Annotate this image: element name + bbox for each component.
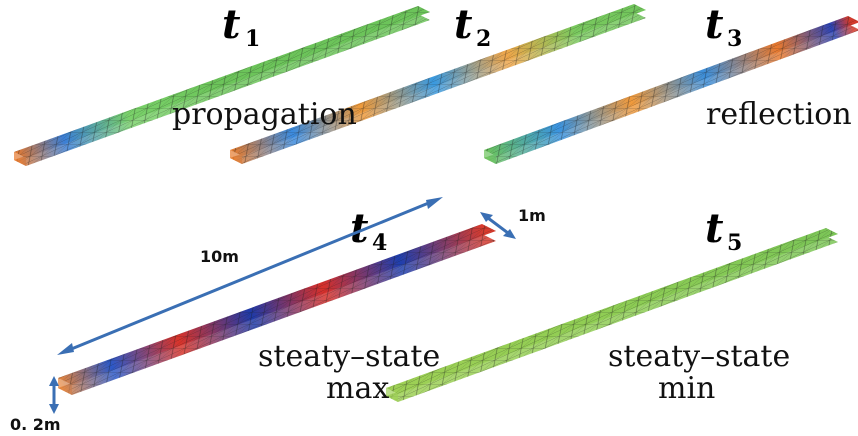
time-label-t1: t 1 [222,1,260,52]
caption-propagation: propagation [172,97,357,132]
strip-lower-mesh [14,14,430,166]
caption-reflection: reflection [706,97,852,132]
strip-upper-mesh [14,6,430,158]
strip-side-wall [58,378,72,395]
time-label-t3: t 3 [705,1,742,52]
time-label-t5: t 5 [705,205,742,256]
time-label-sub: 1 [245,26,260,52]
width-label: 1m [518,206,546,225]
strip-upper-mesh [484,16,858,156]
strip-side-wall [386,388,398,402]
strip-side-wall [230,150,242,164]
thickness-label: 0. 2m [10,415,61,434]
time-label-main: t [705,1,724,48]
strip-t5 [386,228,838,402]
length-label: 10m [200,247,239,266]
time-label-sub: 5 [727,230,742,256]
caption-steady-max-line1: steaty–state [258,339,440,374]
time-label-t2: t 2 [454,1,491,52]
strip-t3 [484,16,858,164]
time-label-t4: t 4 [350,205,387,256]
strip-lower-mesh [58,234,496,395]
caption-steady-min-line2: min [658,371,715,406]
width-dimension-arrow [480,212,516,239]
strip-lower-mesh [230,12,646,164]
strip-t4 [58,224,496,395]
strip-upper-mesh [58,224,496,385]
time-label-sub: 4 [372,230,387,256]
strip-upper-mesh [386,228,838,394]
time-label-main: t [705,205,724,252]
caption-steady-min-line1: steaty–state [608,339,790,374]
time-label-sub: 3 [727,26,742,52]
strip-lower-mesh [386,236,838,402]
time-label-main: t [222,1,241,48]
strip-t2 [230,4,646,164]
thickness-dimension-arrow [49,376,59,414]
strip-side-wall [14,152,26,166]
strip-t1 [14,6,430,166]
strip-upper-mesh [230,4,646,156]
time-label-main: t [454,1,473,48]
time-label-main: t [350,205,369,252]
strip-lower-mesh [484,24,858,164]
length-dimension-arrow [57,197,443,355]
time-label-sub: 2 [476,26,491,52]
caption-steady-max-line2: max [326,371,389,406]
strip-side-wall [484,150,496,164]
